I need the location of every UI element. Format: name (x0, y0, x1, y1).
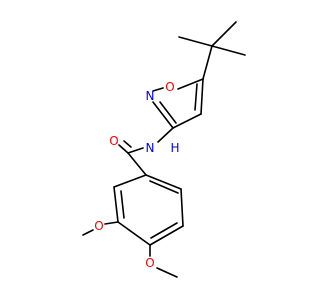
bond-ring-1-2-double (149, 180, 179, 194)
atom-n-isoxazole: N (146, 89, 155, 103)
bond-tbu-methyl-1 (178, 36, 213, 47)
bond-c4-c5 (200, 78, 204, 115)
atom-n-amide: N (146, 141, 155, 155)
bond-ring-o-methoxy-3 (104, 221, 119, 225)
bond-o1-n2 (152, 87, 164, 92)
bonds (82, 21, 246, 278)
bond-ring-3-4 (149, 225, 184, 246)
bond-n2-c3-double (159, 101, 177, 124)
atom-o-methoxy-3: O (94, 219, 103, 233)
bond-tbu-methyl-2 (211, 21, 237, 47)
molecule-structure: O N H N O O O (82, 21, 246, 278)
bond-ring-4-5 (117, 221, 151, 246)
bond-c-carbonyl-o (118, 144, 129, 154)
atom-o-isoxazole: O (165, 80, 174, 94)
bond-c3-n-amide (157, 127, 174, 143)
bond-ring-5-6-double (120, 190, 125, 219)
bond-ring-1-2 (145, 174, 182, 190)
atom-o-carbonyl: O (109, 134, 118, 148)
bond-tbu-methyl-3 (211, 45, 246, 56)
bond-c-carbonyl-o-double (123, 140, 132, 148)
bond-c5-o1 (177, 78, 204, 90)
bond-c-carbonyl-ring (127, 152, 147, 176)
atom-o-methoxy-4: O (145, 256, 154, 270)
bond-ring-2-3 (180, 188, 184, 227)
bond-ring-3-4-double (150, 222, 178, 239)
bond-o-methyl-3 (82, 229, 94, 236)
bond-ring-5-6 (113, 186, 119, 223)
bond-n2-c3 (152, 101, 174, 129)
bond-n-amide-c-carbonyl (127, 147, 144, 154)
bond-c3-c4 (172, 113, 202, 129)
bond-tbu-to-ring (202, 45, 213, 80)
bond-c4-c5-double (194, 83, 198, 111)
bond-o-methyl-4 (156, 267, 178, 278)
bond-ring-6-1 (113, 174, 147, 188)
atom-h-amide: H (170, 141, 179, 155)
atom-labels: O N H N O O O (94, 80, 179, 270)
